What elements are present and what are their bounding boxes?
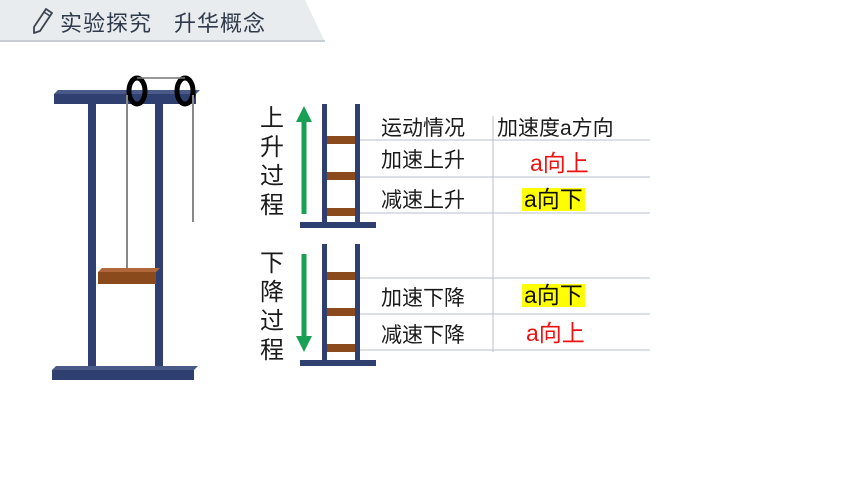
- header-subtitle: 升华概念: [174, 11, 267, 36]
- header-band: [0, 0, 325, 42]
- row-direction: a向下: [522, 186, 585, 212]
- header-title: 实验探究: [60, 11, 153, 36]
- col2-header: 加速度a方向: [497, 117, 614, 140]
- col1-header: 运动情况: [381, 117, 465, 140]
- platform-board: [98, 268, 160, 284]
- ladder-icon-lower: [300, 244, 376, 366]
- table-grid: [360, 116, 650, 352]
- pencil-icon: [33, 8, 53, 34]
- page-title: 实验探究升华概念: [60, 6, 266, 38]
- pulley-icon: [126, 75, 196, 107]
- row-direction: a向下: [522, 282, 585, 308]
- descent-label: 下降过程: [260, 250, 284, 364]
- row-direction: a向上: [526, 320, 585, 346]
- up-arrow-icon: [296, 106, 312, 214]
- row-motion: 加速下降: [381, 287, 465, 310]
- row-motion: 加速上升: [381, 149, 465, 172]
- ascent-label: 上升过程: [260, 105, 284, 219]
- row-direction: a向上: [530, 150, 589, 176]
- row-motion: 减速上升: [381, 189, 465, 212]
- row-motion: 减速下降: [381, 324, 465, 347]
- down-arrow-icon: [296, 254, 312, 352]
- ladder-icon-upper: [300, 104, 376, 228]
